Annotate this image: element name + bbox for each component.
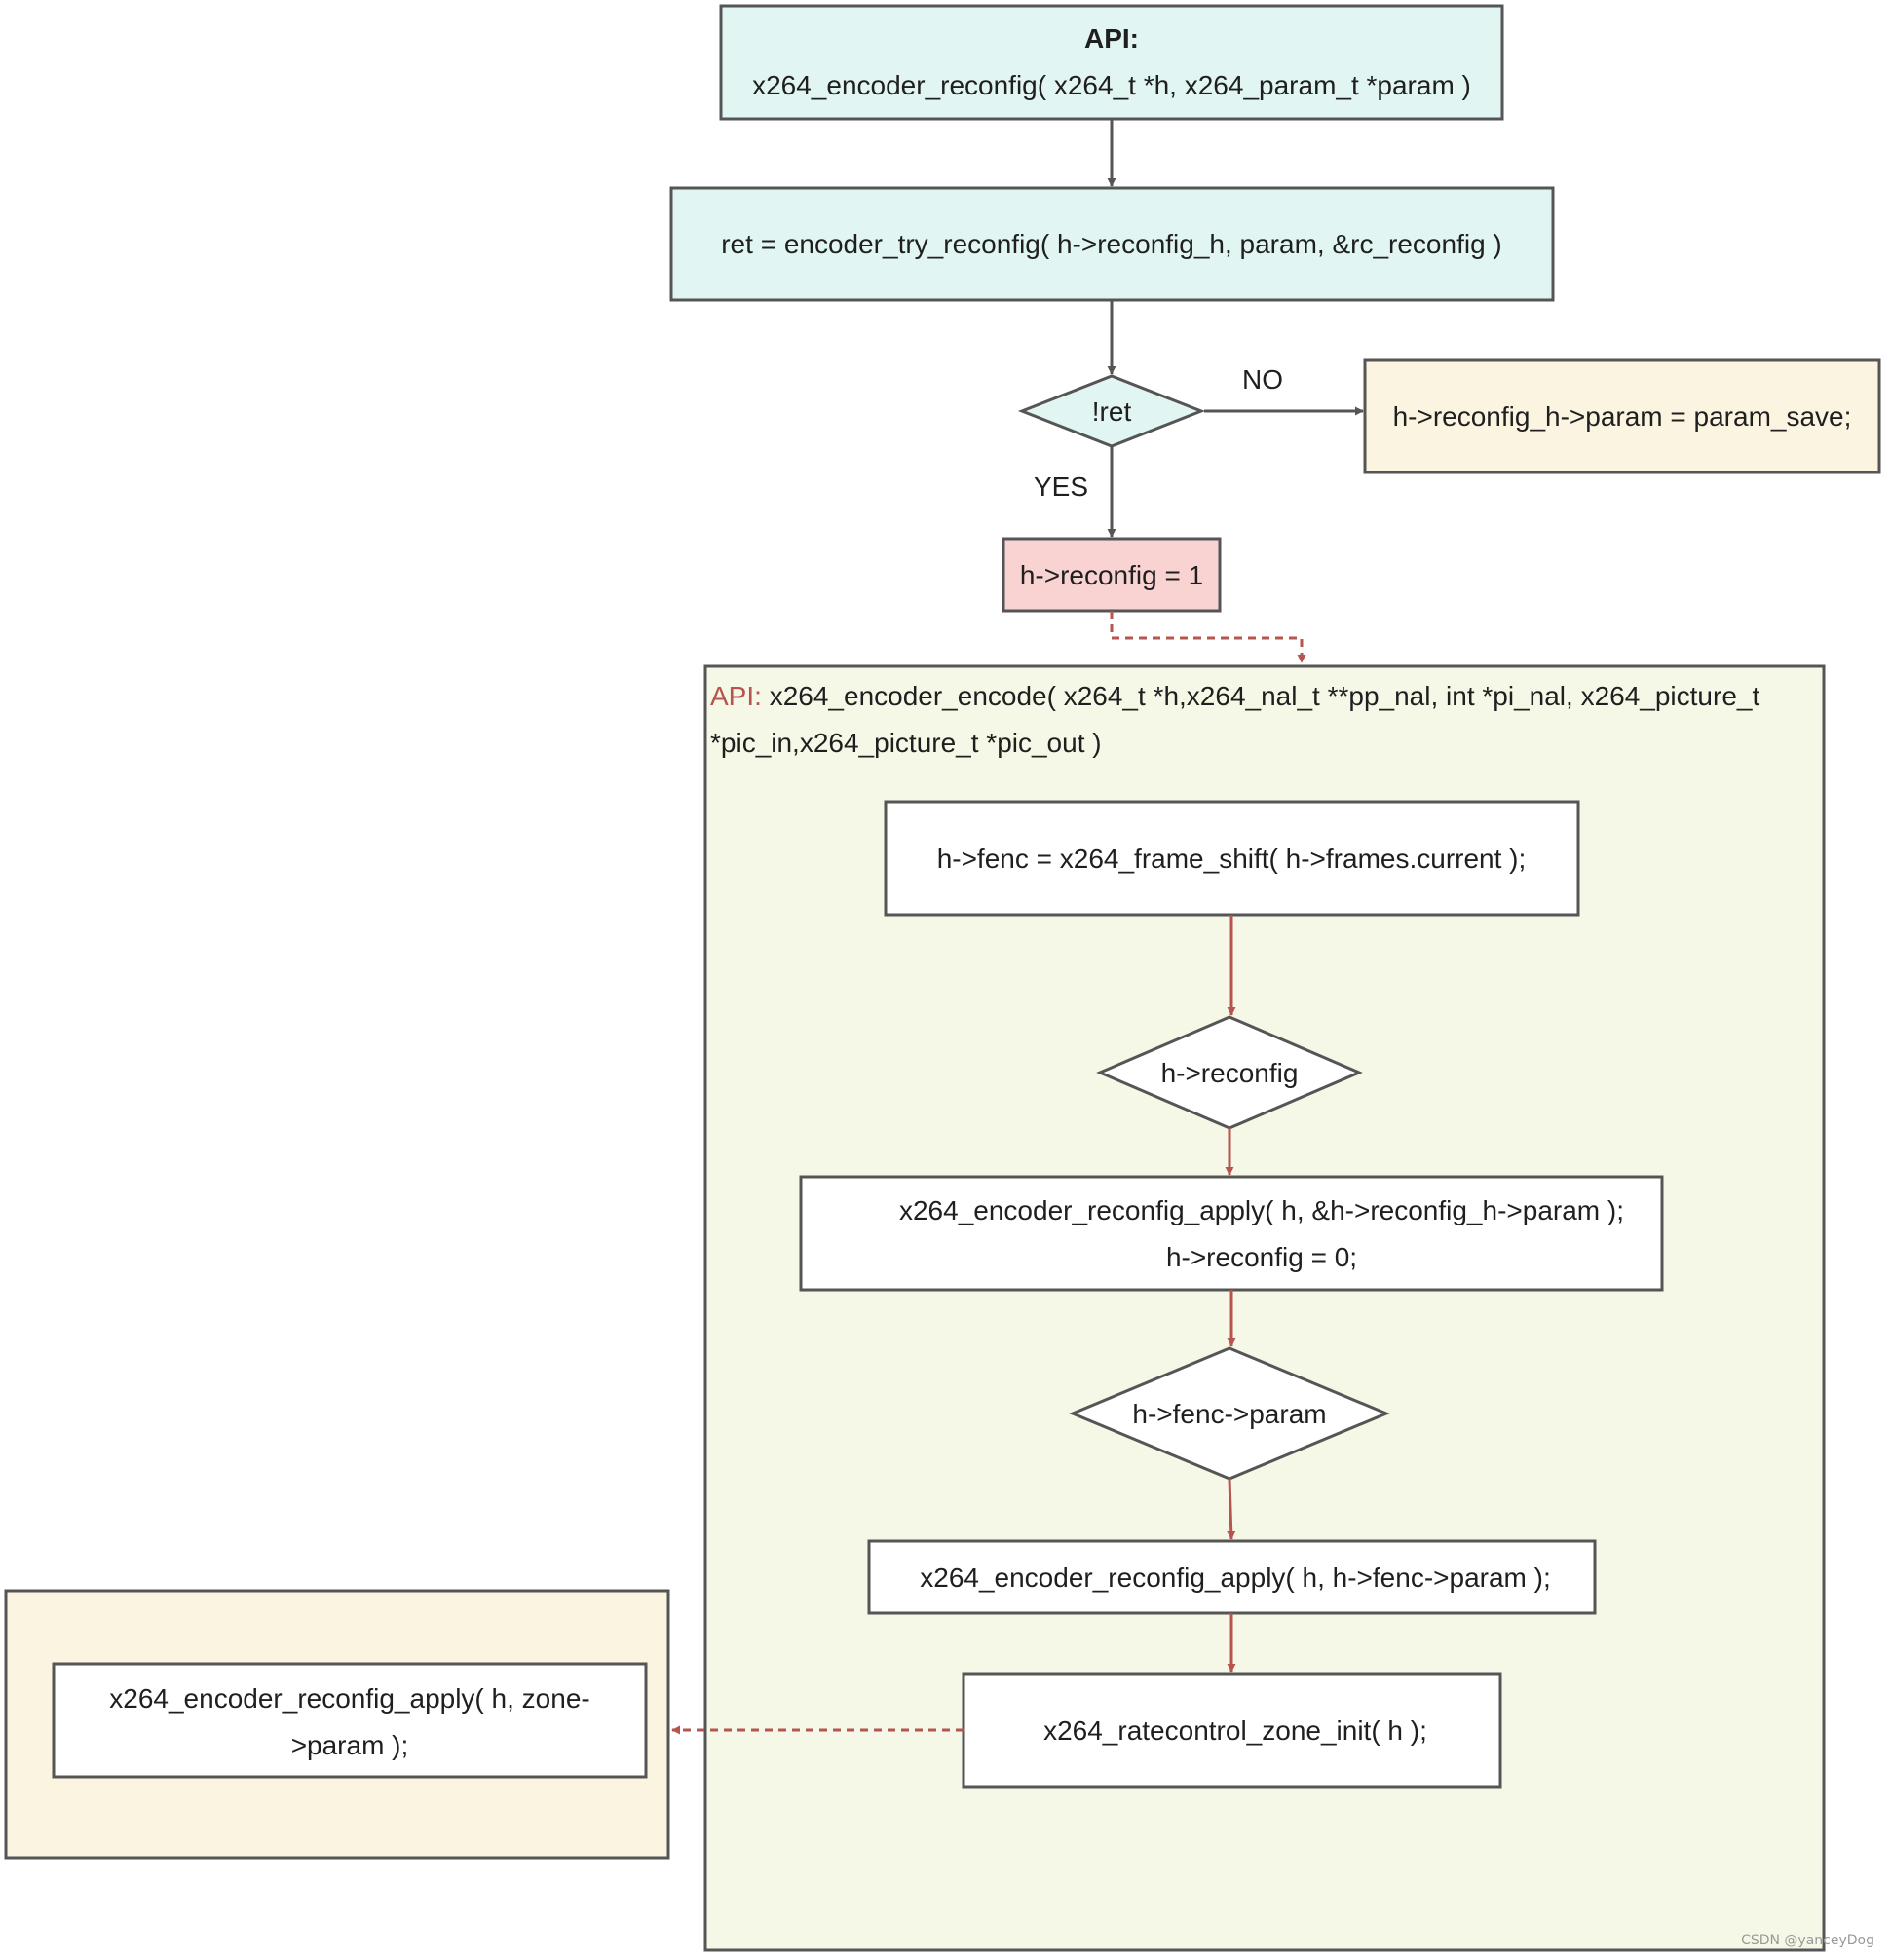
param-save-text: h->reconfig_h->param = param_save; xyxy=(1393,401,1852,432)
apply-zone-line1: x264_encoder_reconfig_apply( h, zone- xyxy=(109,1683,589,1714)
set-reconfig-box: h->reconfig = 1 xyxy=(1002,537,1222,613)
decision-reconfig: h->reconfig xyxy=(1096,1015,1363,1130)
apply-zone-line2: >param ); xyxy=(291,1730,409,1760)
try-reconfig-text: ret = encoder_try_reconfig( h->reconfig_… xyxy=(721,229,1502,259)
param-save-box: h->reconfig_h->param = param_save; xyxy=(1363,358,1881,474)
apply-zone-box: x264_encoder_reconfig_apply( h, zone- >p… xyxy=(52,1662,648,1779)
apply-reconfig-line1: x264_encoder_reconfig_apply( h, &h->reco… xyxy=(899,1195,1624,1225)
arrow-reconfig-to-encode xyxy=(1110,611,1306,663)
decision-reconfig-text: h->reconfig xyxy=(1161,1058,1299,1088)
api-reconfig-title: API: xyxy=(1084,23,1139,54)
apply-fenc-param-text: x264_encoder_reconfig_apply( h, h->fenc-… xyxy=(920,1563,1551,1593)
apply-fenc-param-box: x264_encoder_reconfig_apply( h, h->fenc-… xyxy=(867,1539,1597,1615)
try-reconfig-box: ret = encoder_try_reconfig( h->reconfig_… xyxy=(669,186,1555,302)
label-no: NO xyxy=(1242,364,1283,395)
zone-init-box: x264_ratecontrol_zone_init( h ); xyxy=(962,1672,1502,1789)
api-encode-signature-line2: *pic_in,x264_picture_t *pic_out ) xyxy=(710,728,1102,758)
apply-reconfig-box: x264_encoder_reconfig_apply( h, &h->reco… xyxy=(799,1175,1664,1292)
decision-ret-text: !ret xyxy=(1092,396,1132,427)
api-reconfig-signature: x264_encoder_reconfig( x264_t *h, x264_p… xyxy=(752,70,1471,100)
frame-shift-box: h->fenc = x264_frame_shift( h->frames.cu… xyxy=(884,800,1580,917)
apply-reconfig-line2: h->reconfig = 0; xyxy=(1166,1242,1357,1272)
arrow-fenc-to-apply xyxy=(1227,1478,1236,1540)
zone-init-text: x264_ratecontrol_zone_init( h ); xyxy=(1043,1715,1427,1746)
api-encode-prefix: API: xyxy=(710,681,762,711)
api-encode-signature-line1: x264_encoder_encode( x264_t *h,x264_nal_… xyxy=(762,681,1760,711)
set-reconfig-text: h->reconfig = 1 xyxy=(1020,560,1203,590)
decision-ret: !ret xyxy=(1017,374,1206,448)
frame-shift-text: h->fenc = x264_frame_shift( h->frames.cu… xyxy=(937,844,1527,874)
watermark: CSDN @yanceyDog xyxy=(1741,1933,1874,1948)
api-encode-title: API: x264_encoder_encode( x264_t *h,x264… xyxy=(710,681,1759,711)
decision-fenc-param-text: h->fenc->param xyxy=(1132,1399,1326,1429)
api-reconfig-box: API: x264_encoder_reconfig( x264_t *h, x… xyxy=(719,4,1504,121)
label-yes: YES xyxy=(1034,471,1088,502)
